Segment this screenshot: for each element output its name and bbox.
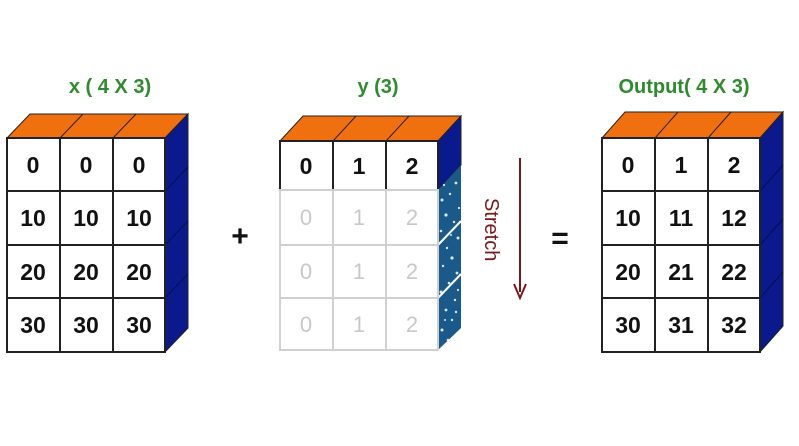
x-cell: 10 [20, 205, 46, 231]
x-cell: 0 [133, 152, 146, 178]
x-title: x ( 4 X 3) [69, 76, 151, 98]
output-matrix: 0 1 2 10 11 12 20 21 22 30 31 32 [600, 110, 785, 354]
x-matrix: 0 0 0 10 10 10 20 20 20 30 30 30 [5, 112, 190, 354]
output-cell: 11 [669, 205, 694, 231]
y-ghost-cell: 0 [300, 259, 312, 284]
output-cell: 31 [668, 312, 694, 338]
y-top-face [278, 115, 463, 142]
output-cell: 12 [721, 205, 747, 231]
y-cell: 1 [353, 153, 366, 179]
y-ghost-cell: 0 [300, 205, 312, 230]
y-ghost-cell: 2 [406, 312, 418, 337]
y-ghost-cell: 1 [353, 312, 365, 337]
output-cell: 21 [668, 259, 694, 285]
y-cell: 2 [406, 153, 419, 179]
y-ghost-grid [279, 189, 439, 351]
x-cell: 20 [73, 259, 99, 285]
output-top-face [600, 111, 785, 139]
output-cell: 22 [721, 259, 747, 285]
plus-operator: + [231, 220, 249, 253]
x-cell: 30 [73, 312, 99, 338]
y-cell: 0 [300, 153, 313, 179]
output-cell: 0 [622, 152, 635, 178]
equals-operator: = [551, 222, 569, 255]
y-stretched-side-face [438, 165, 461, 350]
down-arrow-icon [513, 158, 527, 301]
x-cell: 0 [27, 152, 40, 178]
x-cell: 20 [126, 259, 152, 285]
output-cell: 10 [615, 205, 641, 231]
x-cell: 10 [126, 205, 152, 231]
y-ghost-cell: 2 [406, 205, 418, 230]
x-cell: 30 [20, 312, 46, 338]
y-ghost-cell: 1 [353, 259, 365, 284]
output-cell: 1 [675, 152, 688, 178]
output-cell: 20 [615, 259, 641, 285]
x-cell: 20 [20, 259, 46, 285]
output-cell: 30 [615, 312, 641, 338]
y-matrix: 0 1 2 0 1 2 0 1 2 0 1 2 [278, 114, 463, 351]
y-title: y (3) [357, 76, 398, 98]
x-cell: 0 [80, 152, 93, 178]
y-ghost-cell: 1 [353, 205, 365, 230]
output-title: Output( 4 X 3) [618, 76, 749, 98]
x-cell: 10 [73, 205, 99, 231]
x-cell: 30 [126, 312, 152, 338]
output-cell: 2 [728, 152, 741, 178]
x-top-face [5, 113, 190, 139]
y-ghost-cell: 2 [406, 259, 418, 284]
stretch-label: Stretch [480, 198, 502, 261]
output-cell: 32 [721, 312, 747, 338]
y-ghost-cell: 0 [300, 312, 312, 337]
